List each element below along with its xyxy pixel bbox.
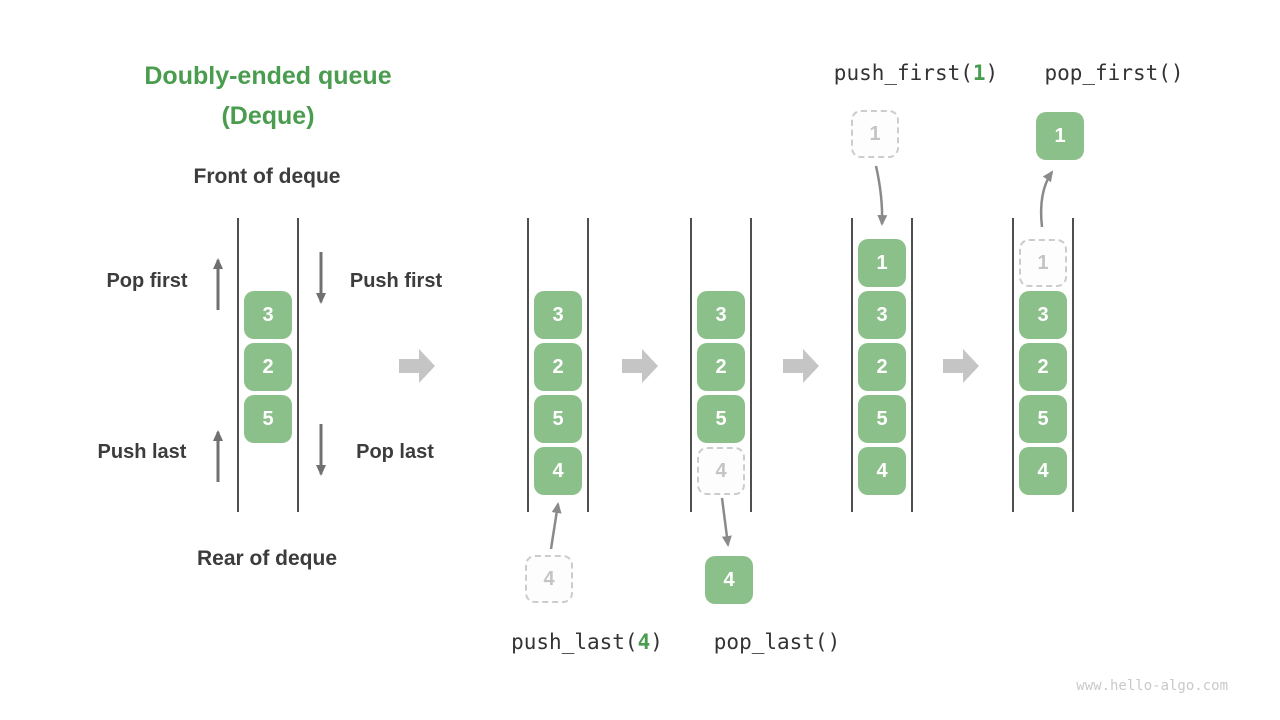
diagram-title-line1: Doubly-ended queue [144,62,392,90]
push-first-code-suffix: ) [985,61,999,85]
pop-last-label: Pop last [356,441,434,463]
flow-arrow-3 [783,349,819,383]
deque-after-pop-first-cell-4: 4 [1019,447,1067,495]
deque-after-pop-last-staged-cell-4: 4 [705,556,753,604]
deque-after-push-first-cell-3: 3 [858,291,906,339]
deque-after-push-first-cell-2: 2 [858,343,906,391]
deque-after-push-last-cell-2: 2 [534,343,582,391]
deque-initial-right-wall [297,218,299,512]
push-last-code-suffix: ) [650,630,663,654]
pop-first-code-label: pop_first() [1044,61,1184,85]
deque-initial-cell-2: 2 [244,343,292,391]
rear-of-deque-label: Rear of deque [196,547,338,570]
push-last-label: Push last [97,441,187,463]
deque-after-pop-first-staged-cell-1: 1 [1036,112,1084,160]
deque-after-push-last-left-wall [527,218,529,512]
deque-after-push-first-staged-cell-1: 1 [851,110,899,158]
flow-arrow-2 [622,349,658,383]
deque-after-push-last-cell-3: 3 [534,291,582,339]
deque-after-pop-last-cell-4: 4 [697,447,745,495]
push-first-code-arg: 1 [972,61,986,85]
deque-after-push-first-right-wall [911,218,913,512]
deque-after-push-first-cell-1: 1 [858,239,906,287]
front-of-deque-label: Front of deque [193,165,341,188]
deque-after-pop-first-right-wall [1072,218,1074,512]
flow-arrow-4 [943,349,979,383]
deque-after-pop-last-left-wall [690,218,692,512]
watermark: www.hello-algo.com [1076,678,1228,694]
pop-first-label: Pop first [106,270,188,292]
deque-initial-cell-3: 3 [244,291,292,339]
push-first-code-label: push_first(1) [834,61,998,85]
deque-initial-cell-5: 5 [244,395,292,443]
deque-after-pop-last-cell-2: 2 [697,343,745,391]
deque-after-pop-last-right-wall [750,218,752,512]
deque-after-pop-first-left-wall [1012,218,1014,512]
diagram-title-line2: (Deque) [221,102,315,130]
deque-after-push-last-cell-4: 4 [534,447,582,495]
deque-after-pop-last-cell-3: 3 [697,291,745,339]
push-last-code-arg: 4 [637,630,651,654]
deque-after-pop-first-cell-5: 5 [1019,395,1067,443]
deque-after-push-last-right-wall [587,218,589,512]
push-first-label: Push first [349,270,443,292]
deque-after-pop-first-cell-3: 3 [1019,291,1067,339]
deque-initial-left-wall [237,218,239,512]
push-first-transfer-arrow [874,165,888,226]
push-last-transfer-arrow [549,502,562,550]
push-first-code-prefix: push_first( [833,61,973,85]
deque-after-push-first-cell-5: 5 [858,395,906,443]
diagram-title: Doubly-ended queue (Deque) [144,56,391,136]
pop-last-transfer-arrow [720,497,732,547]
deque-after-push-last-staged-cell-4: 4 [525,555,573,603]
deque-after-pop-last-cell-5: 5 [697,395,745,443]
deque-after-push-first-cell-4: 4 [858,447,906,495]
deque-after-pop-first-cell-2: 2 [1019,343,1067,391]
pop-first-transfer-arrow [1039,170,1054,228]
deque-after-pop-first-cell-1: 1 [1019,239,1067,287]
deque-after-push-first-left-wall [851,218,853,512]
deque-after-push-last-cell-5: 5 [534,395,582,443]
push-last-code-label: push_last(4) [511,630,663,654]
flow-arrow-1 [399,349,435,383]
push-last-code-prefix: push_last( [511,630,638,654]
pop-last-code-label: pop_last() [713,630,841,654]
